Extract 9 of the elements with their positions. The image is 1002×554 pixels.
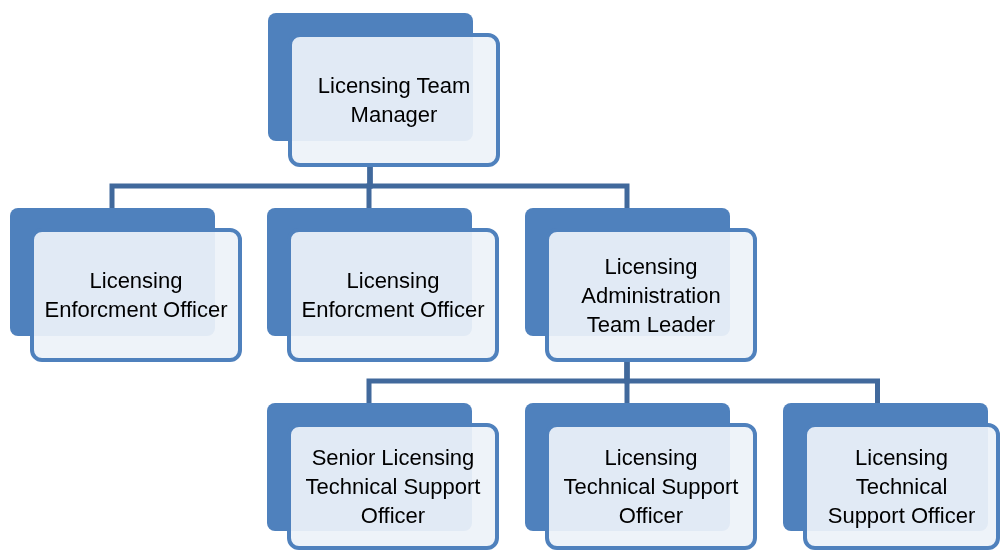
org-box: Licensing Enforcment Officer xyxy=(30,228,242,362)
org-box: Licensing Team Manager xyxy=(288,33,500,167)
org-box: Licensing Enforcment Officer xyxy=(287,228,499,362)
connector-line xyxy=(624,362,880,403)
connector-line xyxy=(367,167,630,208)
org-box: Licensing Technical Support Officer xyxy=(803,423,1000,550)
org-box: Licensing Technical Support Officer xyxy=(545,423,757,550)
org-box: Licensing Administration Team Leader xyxy=(545,228,757,362)
org-box: Senior Licensing Technical Support Officer xyxy=(287,423,499,550)
